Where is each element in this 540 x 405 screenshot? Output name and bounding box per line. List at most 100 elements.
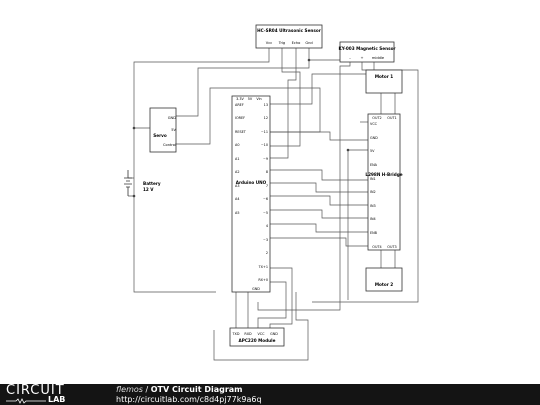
hbridge-pin-5v: 5V (370, 149, 375, 153)
apc220-module: TXD RXD VCC GND APC220 Module (229, 327, 285, 347)
apc220-pin-gnd: GND (270, 332, 278, 336)
arduino-pin-a5: A5 (235, 211, 239, 215)
diagram-title: OTV Circuit Diagram (150, 385, 243, 394)
hbridge-pin-in3: IN3 (370, 204, 376, 208)
hbridge-pin-in4: IN4 (370, 217, 376, 221)
battery-title: Battery (143, 181, 161, 186)
wire-motor2 (380, 250, 396, 268)
logo-trace-icon (6, 398, 46, 404)
diagram-url-link[interactable]: http://circuitlab.com/c8d4pj77k9a6q (116, 395, 262, 404)
ultrasonic-pin-vcc: Vcc (266, 41, 272, 45)
arduino-pin-a1: A1 (235, 157, 239, 161)
servo-pin-5v: 5V (171, 128, 176, 132)
wire-in3 (270, 195, 368, 206)
l298n-h-bridge: L298N H-Bridge OUT2 OUT1 VCC GND 5V ENA … (365, 113, 403, 251)
apc220-title: APC220 Module (239, 338, 276, 343)
arduino-pin-6: ~6 (263, 197, 268, 201)
wire-motor1 (380, 93, 396, 114)
hbridge-pin-enb: ENB (370, 231, 378, 235)
arduino-pin-4: 4 (266, 224, 268, 228)
arduino-pin-a3: A3 (235, 184, 239, 188)
motor-1: Motor 1 (365, 69, 403, 94)
wire-5v (270, 237, 368, 247)
battery-voltage: 12 V (143, 187, 154, 192)
servo-title: Servo (153, 133, 167, 138)
wire-in2 (270, 182, 368, 193)
hbridge-title: L298N H-Bridge (365, 172, 402, 177)
ultrasonic-pin-gnd: Gnd (305, 41, 312, 45)
wire-in4 (270, 209, 368, 219)
arduino-pin-3: ~3 (263, 238, 268, 242)
motor2-title: Motor 2 (375, 282, 393, 287)
circuitlab-logo[interactable]: CIRCUIT LAB (4, 383, 92, 404)
arduino-pin-vin: Vin (256, 97, 261, 101)
wire-vcc-bus (133, 48, 270, 293)
ultrasonic-title: HC-SR04 Ultrasonic Sensor (257, 28, 322, 33)
servo: GND 5V Control Servo (149, 107, 177, 153)
arduino-pin-11: ~11 (261, 130, 268, 134)
hbridge-pin-out2: OUT2 (372, 116, 381, 120)
hbridge-pin-vcc: VCC (370, 122, 378, 126)
motor1-title: Motor 1 (375, 74, 393, 79)
arduino-pin-3v3: 3.3V (236, 97, 244, 101)
arduino-pin-reset: RESET (235, 130, 247, 134)
arduino-pin-5: ~5 (263, 211, 268, 215)
arduino-pin-a2: A2 (235, 170, 239, 174)
magnetic-pin-plus: + (360, 56, 363, 60)
battery: Battery 12 V (124, 170, 161, 196)
arduino-pin-10: ~10 (261, 143, 268, 147)
wire-echo (270, 48, 297, 159)
arduino-pin-7: 7 (266, 184, 268, 188)
hc-sr04-ultrasonic-sensor: HC-SR04 Ultrasonic Sensor Vcc Trig Echo … (255, 24, 323, 49)
diagram-credit: flemos / OTV Circuit Diagram (116, 385, 243, 394)
hbridge-pin-out3: OUT3 (387, 245, 396, 249)
wires (128, 48, 419, 361)
arduino-pin-2: 2 (266, 251, 268, 255)
logo-sub: LAB (48, 395, 66, 404)
hbridge-pin-gnd: GND (370, 136, 378, 140)
schematic-canvas: HC-SR04 Ultrasonic Sensor Vcc Trig Echo … (124, 24, 419, 361)
arduino-pin-rx: RX+0 (258, 278, 268, 282)
wire-trig (270, 48, 301, 147)
footer-bar: CIRCUIT LAB flemos / OTV Circuit Diagram… (0, 384, 540, 405)
hbridge-pin-ena: ENA (370, 163, 378, 167)
wire-tx (269, 267, 293, 328)
arduino-pin-8: 8 (266, 170, 268, 174)
arduino-pin-a4: A4 (235, 197, 239, 201)
ultrasonic-pin-trig: Trig (278, 41, 285, 45)
arduino-pin-9: ~9 (263, 157, 268, 161)
wire-ky-vcc (312, 62, 419, 303)
author-link[interactable]: flemos (116, 385, 143, 394)
arduino-pin-aref: AREF (235, 103, 244, 107)
motor-2: Motor 2 (365, 267, 403, 292)
logo-text: CIRCUIT (6, 383, 65, 398)
apc220-pin-txd: TXD (231, 332, 239, 336)
magnetic-pin-middle: middle (372, 56, 385, 60)
wire-servo-gnd (176, 60, 310, 117)
arduino-pin-5v: 5V (248, 97, 253, 101)
wire-rx (257, 281, 287, 328)
hbridge-pin-in2: IN2 (370, 190, 376, 194)
arduino-pin-ioref: IOREF (235, 116, 245, 120)
arduino-title: Arduino UNO (236, 180, 267, 185)
servo-pin-gnd: GND (168, 116, 176, 120)
wire-ena (270, 131, 368, 141)
arduino-pin-a0: A0 (235, 143, 239, 147)
circuit-schematic: HC-SR04 Ultrasonic Sensor Vcc Trig Echo … (124, 24, 419, 361)
arduino-pin-12: 12 (264, 116, 268, 120)
hbridge-pin-in1: IN1 (370, 177, 376, 181)
magnetic-pin-minus: – (349, 56, 351, 60)
apc220-pin-vcc: VCC (257, 332, 265, 336)
ky-003-magnetic-sensor: KY-003 Magnetic Sensor – + middle (338, 41, 396, 63)
ultrasonic-pin-echo: Echo (292, 41, 301, 45)
wire-junctions (132, 58, 350, 198)
arduino-pin-13: 13 (264, 103, 268, 107)
arduino-uno: Arduino UNO 3.3V 5V Vin AREF IOREF RESET… (231, 95, 271, 293)
servo-pin-control: Control (163, 143, 176, 147)
wire-in1 (270, 169, 368, 181)
magnetic-title: KY-003 Magnetic Sensor (338, 46, 396, 51)
apc220-pin-rxd: RXD (244, 332, 252, 336)
battery-symbol (124, 170, 132, 196)
arduino-pin-tx: TX+1 (258, 265, 268, 269)
wire-apc-gnd (213, 292, 309, 361)
